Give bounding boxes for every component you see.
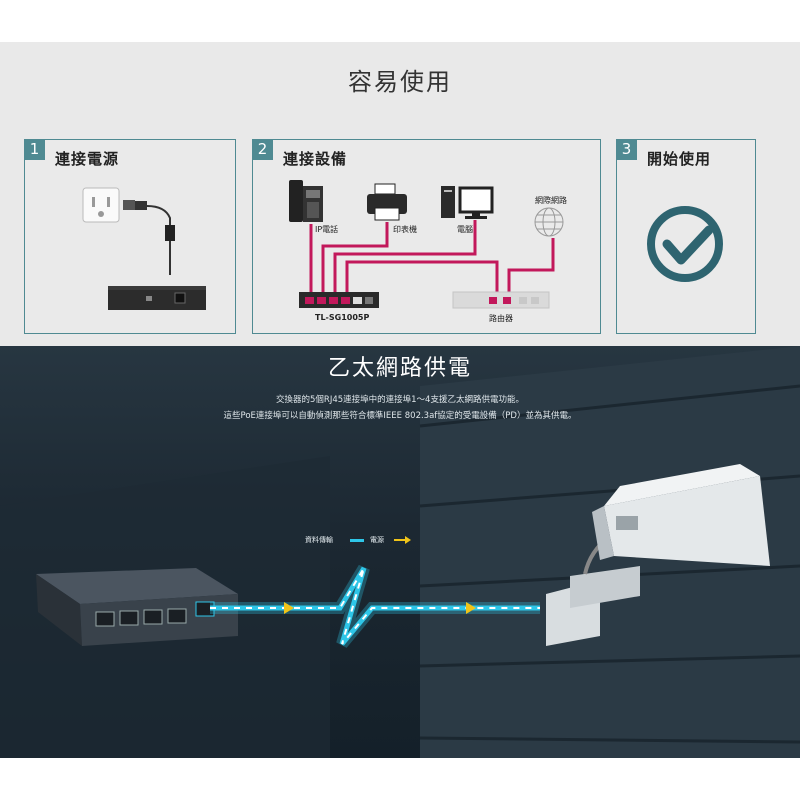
checkmark-icon xyxy=(647,206,723,282)
ip-phone-icon xyxy=(289,180,323,222)
step-label: 連接電源 xyxy=(55,150,120,168)
computer-label: 電腦 xyxy=(457,225,473,234)
computer-icon xyxy=(441,186,494,219)
step-number: 1 xyxy=(24,139,45,160)
switch-model-label: TL-SG1005P xyxy=(315,313,370,322)
poe-description-line-2: 這些PoE連接埠可以自動偵測那些符合標準IEEE 802.3af協定的受電設備（… xyxy=(223,411,577,421)
security-camera xyxy=(546,464,770,646)
poe-title: 乙太網路供電 xyxy=(327,356,472,381)
poe-description-line-1: 交換器的5個RJ45連接埠中的連接埠1～4支援乙太網路供電功能。 xyxy=(276,395,524,405)
step-label: 連接設備 xyxy=(283,150,348,168)
legend-power-arrow-icon xyxy=(394,536,411,544)
device-connection-diagram xyxy=(289,180,564,309)
poe-scene xyxy=(0,346,800,758)
power-connection-illustration xyxy=(82,187,206,310)
ethernet-cables xyxy=(309,220,555,298)
wall-outlet-icon xyxy=(82,187,120,223)
page-title: 容易使用 xyxy=(348,68,452,96)
legend-data-label: 資料傳輸 xyxy=(305,536,333,544)
tl-sg1005p-switch-icon xyxy=(299,292,379,308)
data-power-signal xyxy=(210,564,540,648)
printer-icon xyxy=(367,183,407,221)
legend-data-swatch xyxy=(350,539,364,542)
step-number: 3 xyxy=(616,139,637,160)
router-icon xyxy=(452,291,550,309)
router-label: 路由器 xyxy=(489,314,513,323)
switch-device-icon xyxy=(108,286,206,310)
step-2-card: 2 連接設備 xyxy=(252,139,601,334)
poe-scene-illustration xyxy=(0,346,800,758)
power-plug-icon xyxy=(123,200,175,275)
poe-switch-device xyxy=(36,568,238,646)
printer-label: 印表機 xyxy=(393,225,417,234)
step-number: 2 xyxy=(252,139,273,160)
ip-phone-label: IP電話 xyxy=(315,225,339,234)
step-label: 開始使用 xyxy=(647,150,712,168)
step-3-card: 3 開始使用 xyxy=(616,139,756,334)
legend-power-label: 電源 xyxy=(370,536,384,544)
internet-label: 網際網路 xyxy=(535,196,567,205)
step-1-card: 1 連接電源 xyxy=(24,139,236,334)
internet-globe-icon xyxy=(534,207,564,237)
